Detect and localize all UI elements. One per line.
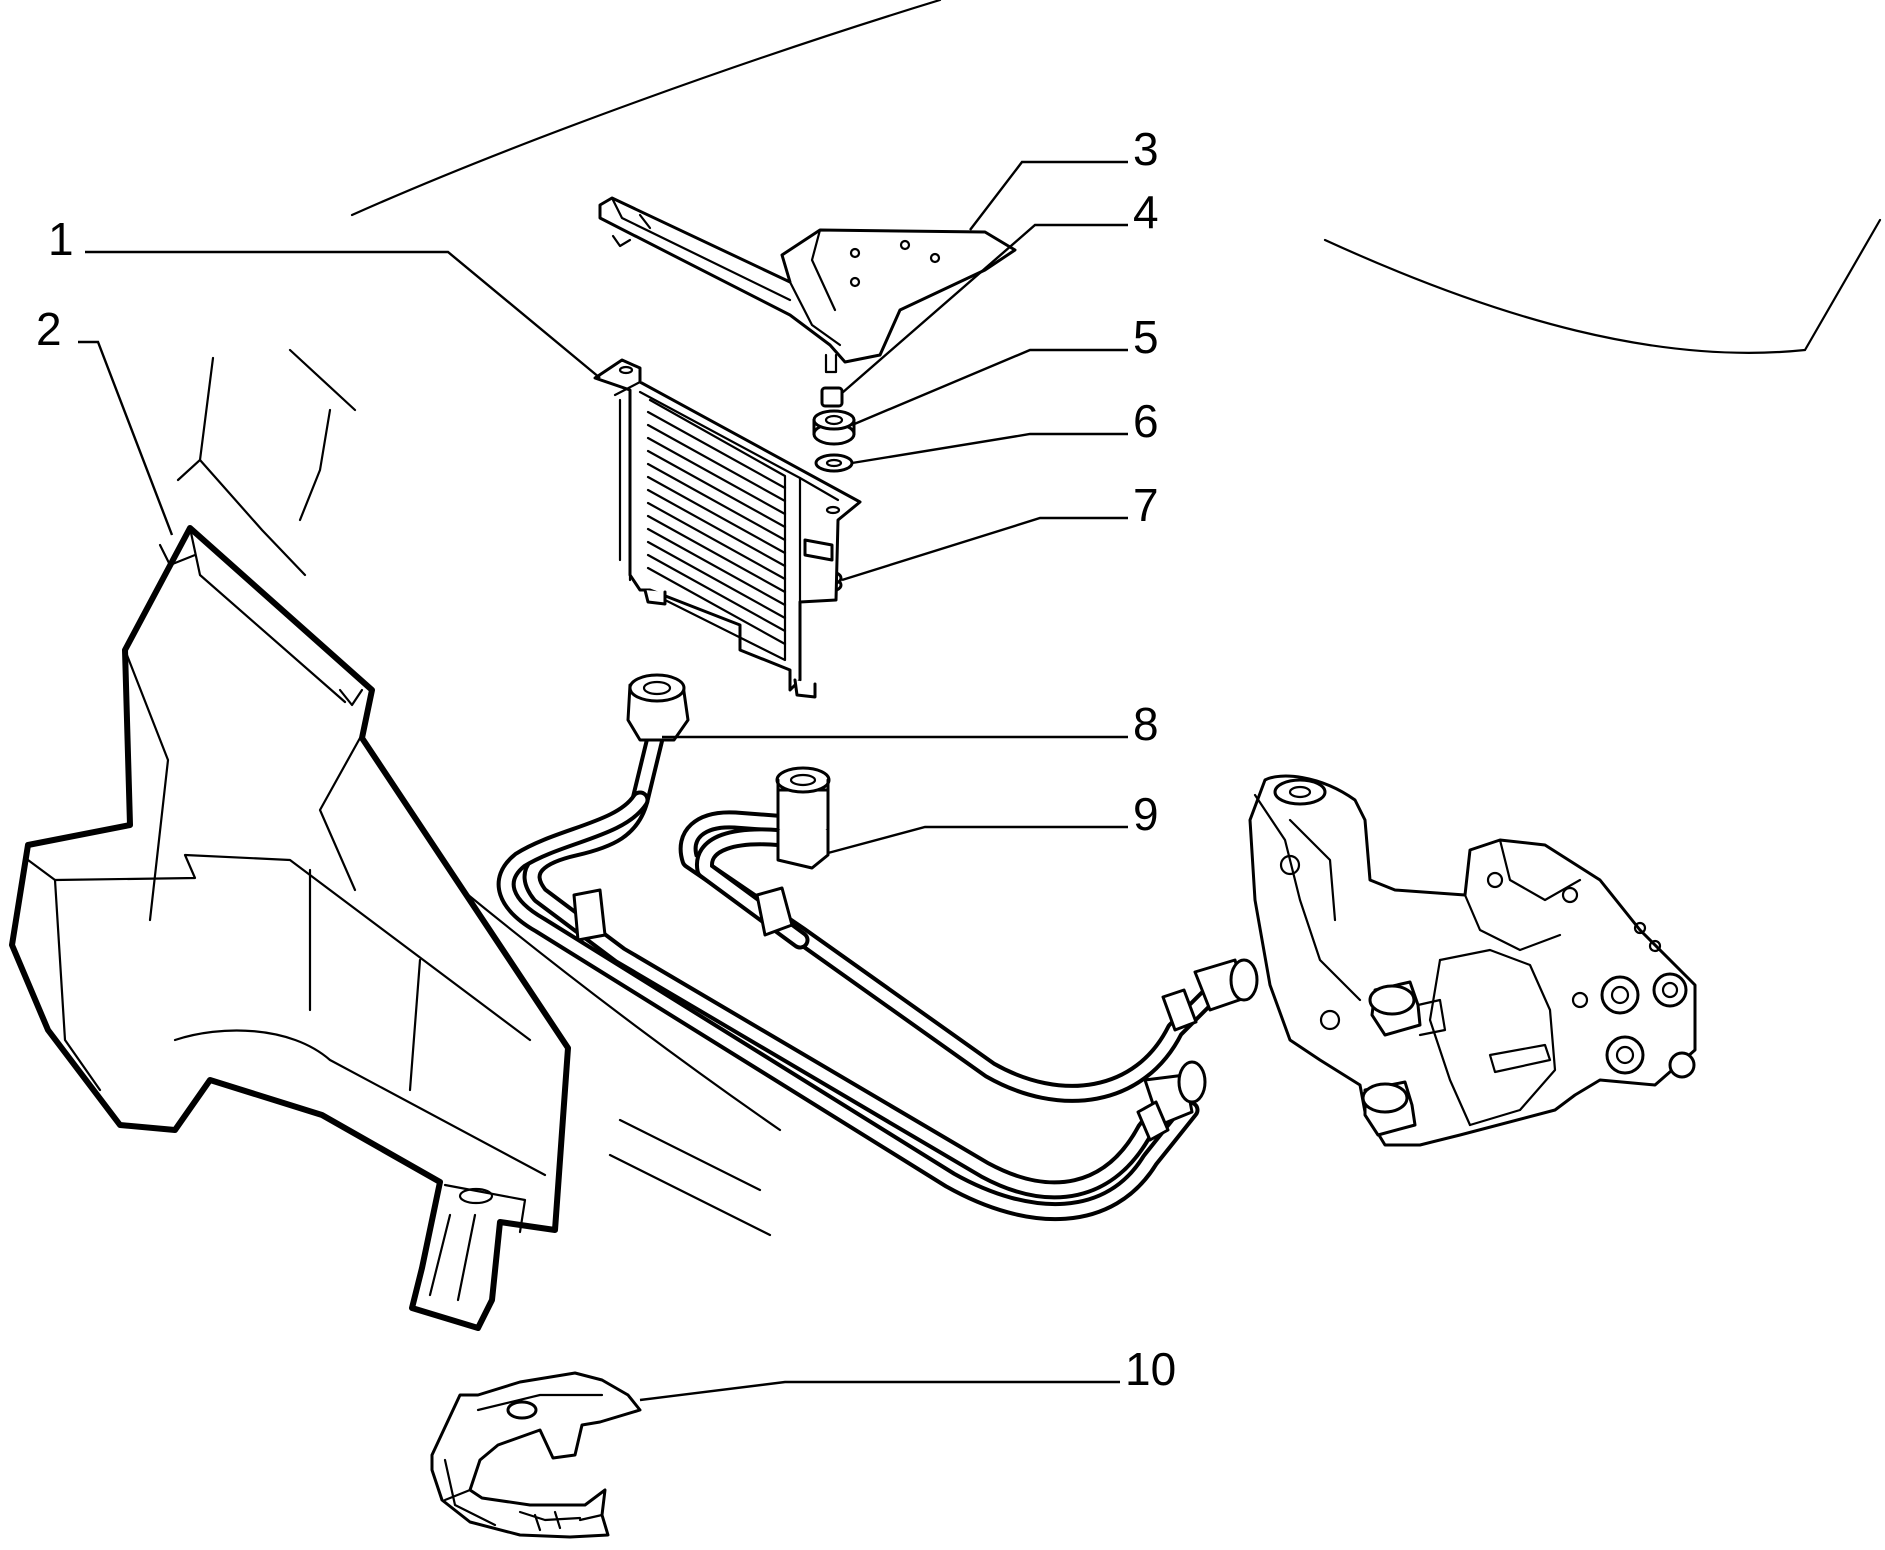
callout-number-1: 1 (48, 213, 74, 265)
oil-pipe-9 (678, 766, 1259, 1103)
callout-number-7: 7 (1133, 479, 1159, 531)
callout-leader-6 (851, 432, 1128, 465)
callout-number-9: 9 (1133, 788, 1159, 840)
oil-pipe-8 (496, 673, 1207, 1222)
callout-number-8: 8 (1133, 698, 1159, 750)
callout-layer: 1 2 3 4 5 6 7 8 9 10 (36, 123, 1176, 1402)
stud-4 (820, 386, 844, 408)
callout-number-10: 10 (1125, 1343, 1176, 1395)
callout-leader-2 (78, 340, 174, 536)
callout-number-5: 5 (1133, 311, 1159, 363)
callout-leader-7 (841, 516, 1128, 582)
callout-number-2: 2 (36, 303, 62, 355)
callout-number-4: 4 (1133, 186, 1159, 238)
washer-6 (814, 453, 854, 473)
callout-leader-1 (85, 250, 601, 379)
cooler-fins (646, 410, 787, 646)
callout-leader-5 (851, 348, 1128, 427)
air-duct (9, 525, 571, 1331)
callout-leader-4 (841, 223, 1128, 394)
engine-pump-housing (1248, 774, 1697, 1147)
mounting-bracket (598, 196, 1017, 374)
rubber-mount-5 (812, 409, 856, 446)
pipe-clip (430, 1371, 642, 1539)
oil-cooler (593, 358, 862, 699)
callout-number-6: 6 (1133, 395, 1159, 447)
callout-leader-9 (827, 825, 1128, 855)
callout-leader-3 (969, 160, 1128, 231)
callout-leader-10 (639, 1380, 1120, 1402)
callout-number-3: 3 (1133, 123, 1159, 175)
